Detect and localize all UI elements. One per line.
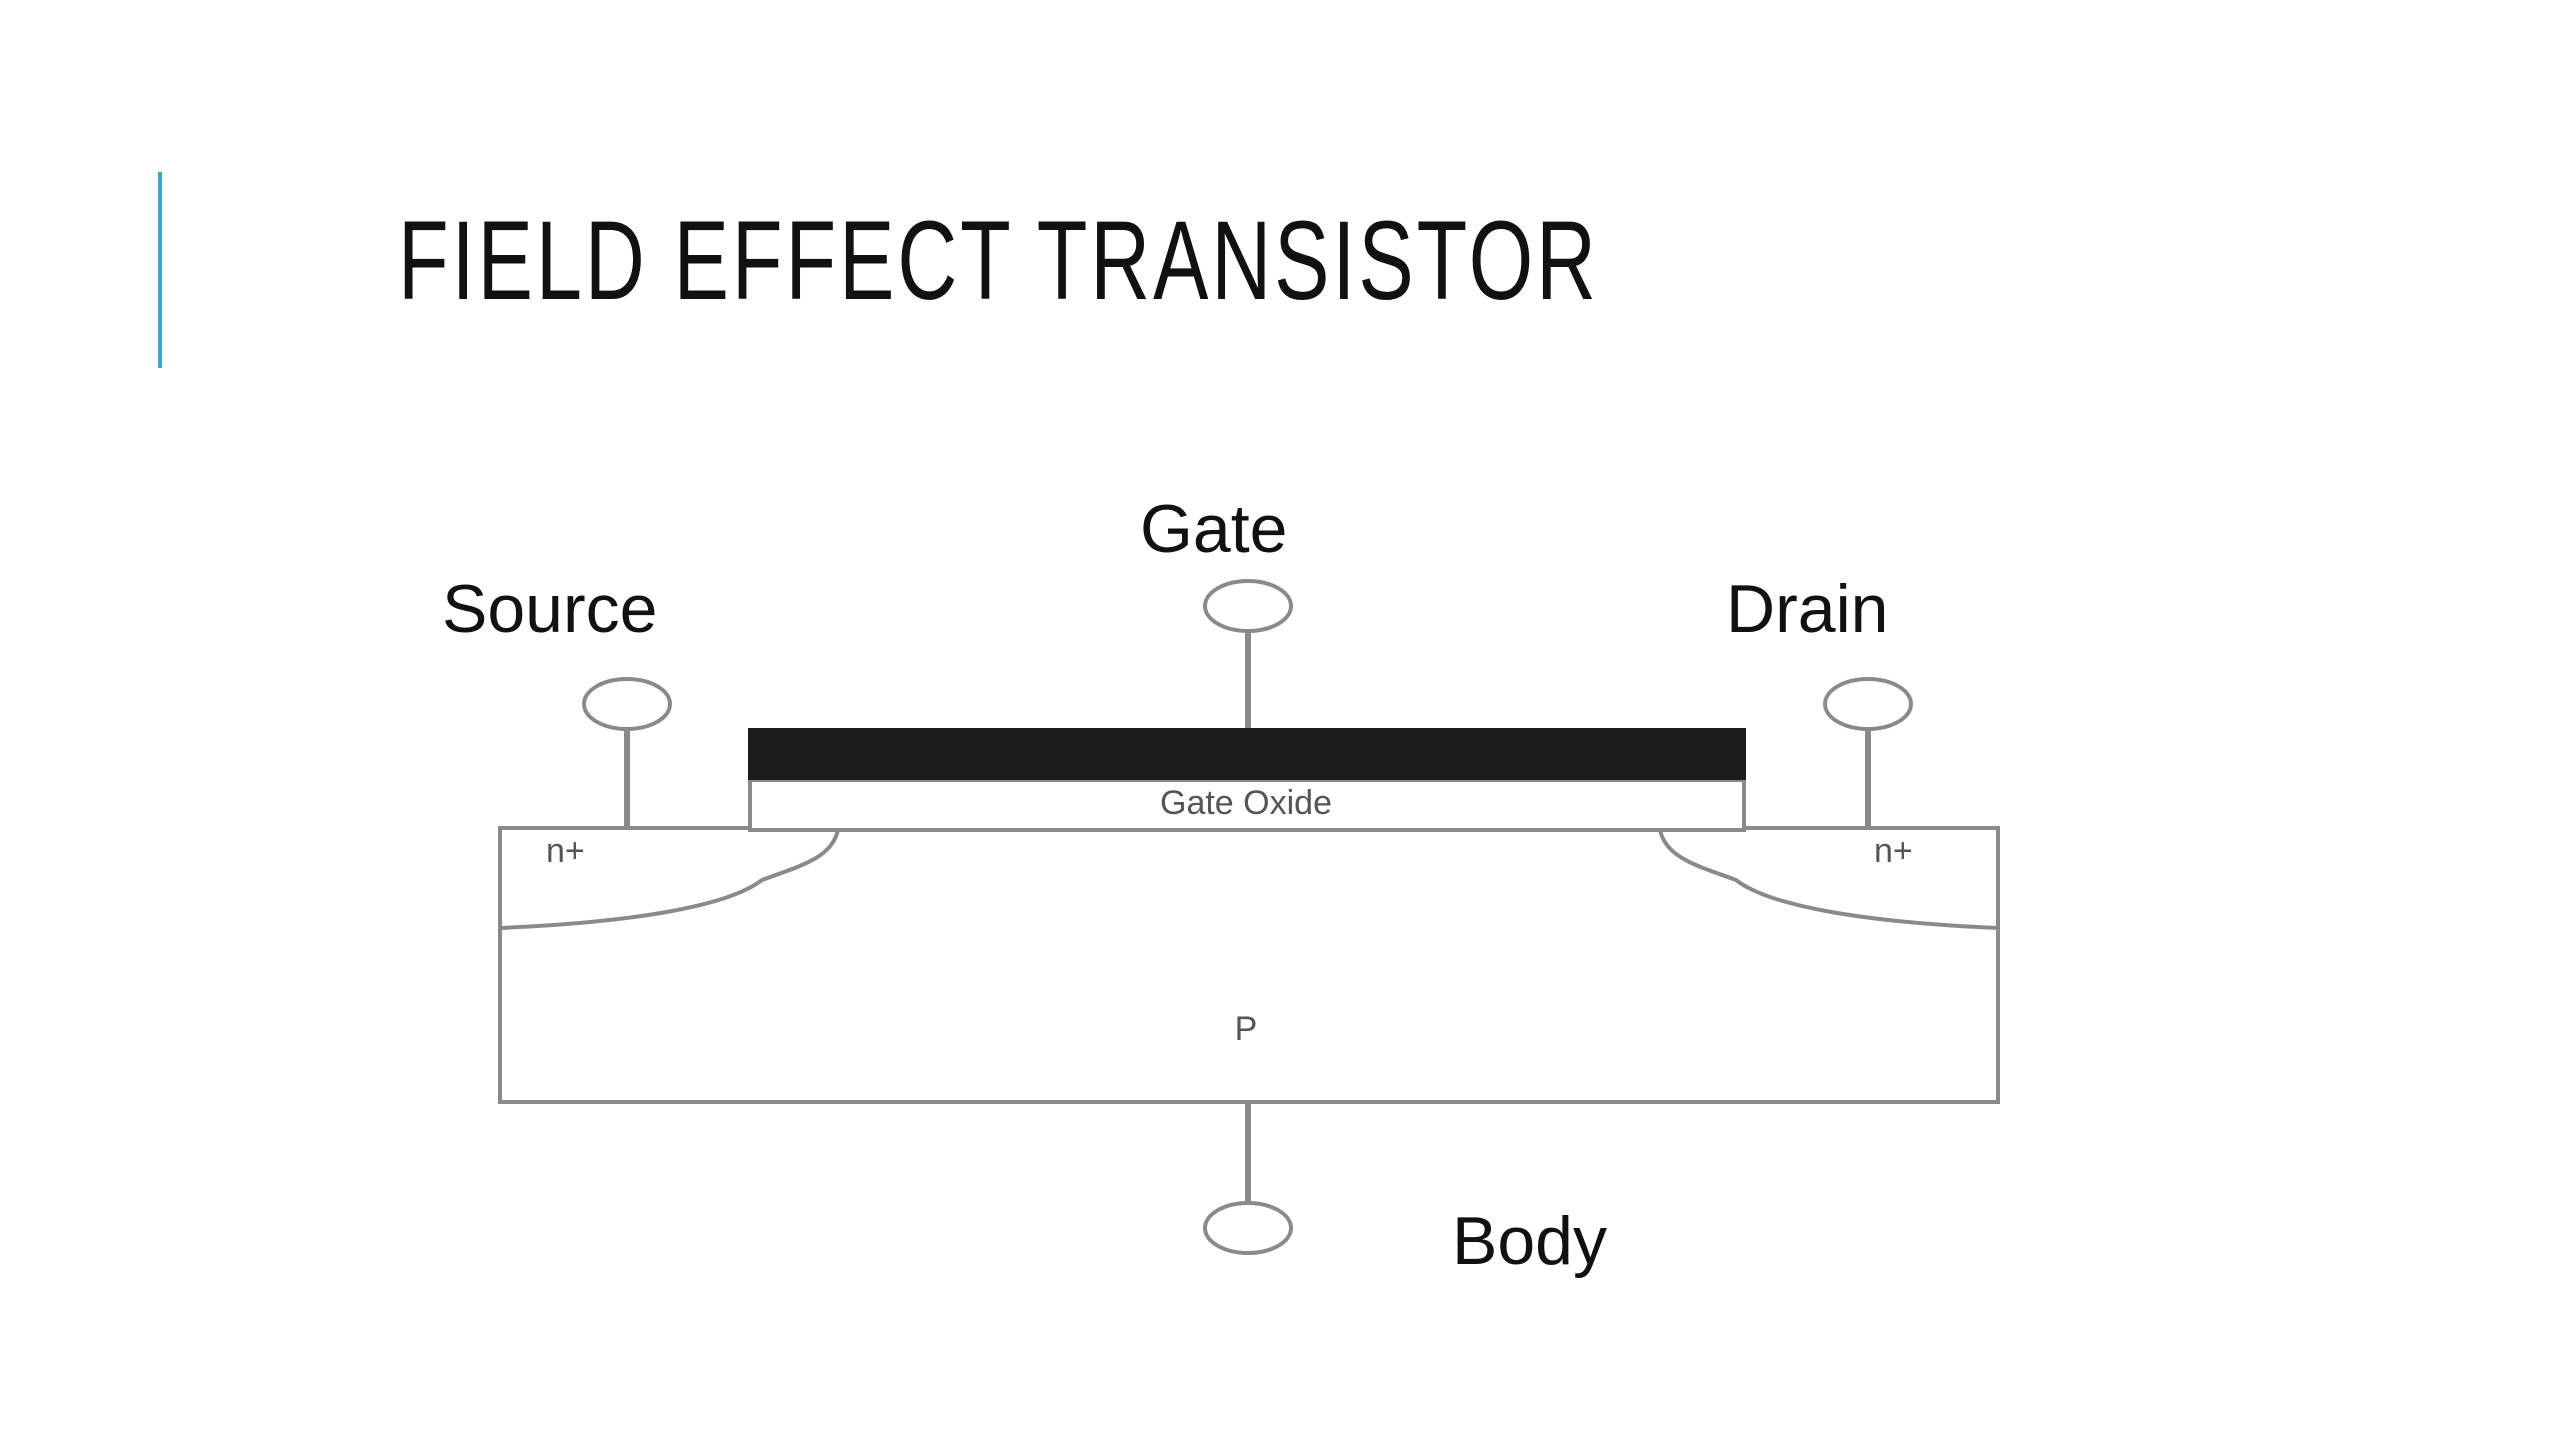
gate-oxide-layer [748, 778, 1746, 832]
source-terminal [582, 677, 672, 731]
gate-terminal [1203, 579, 1293, 633]
drain-doping-label: n+ [1874, 832, 1913, 870]
title-accent-bar [158, 172, 162, 368]
drain-terminal [1823, 677, 1913, 731]
gate-label: Gate [1140, 491, 1287, 567]
substrate-label: P [1235, 1010, 1258, 1048]
slide-title: FIELD EFFECT TRANSISTOR [398, 198, 1599, 323]
source-label: Source [442, 571, 657, 647]
body-label: Body [1452, 1203, 1607, 1279]
body-terminal [1203, 1201, 1293, 1255]
source-diffusion-boundary [499, 829, 840, 930]
drain-diffusion-boundary [1658, 829, 1999, 930]
gate-oxide-label: Gate Oxide [1160, 784, 1332, 822]
drain-label: Drain [1726, 571, 1889, 647]
gate-metal-electrode [748, 728, 1746, 780]
source-doping-label: n+ [546, 832, 585, 870]
substrate-body [498, 826, 2000, 1104]
